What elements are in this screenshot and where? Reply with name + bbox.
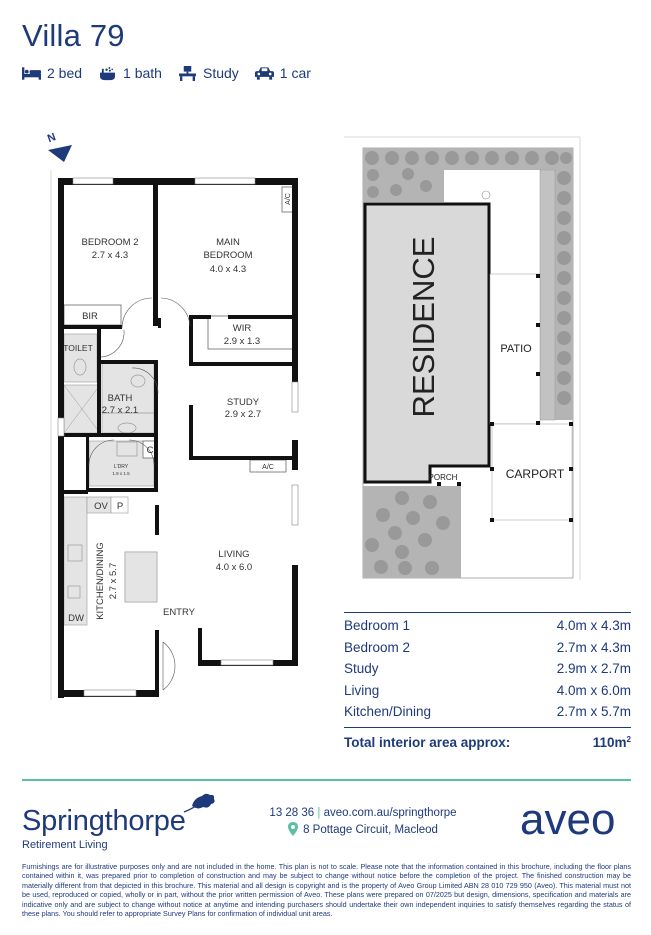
- total-area-value: 110m2: [592, 734, 631, 750]
- svg-text:L'DRY: L'DRY: [114, 464, 129, 470]
- svg-text:4.0 x 4.3: 4.0 x 4.3: [210, 264, 246, 275]
- feature-bed-label: 2 bed: [47, 65, 83, 81]
- phone-number[interactable]: 13 28 36: [269, 807, 315, 819]
- website-link[interactable]: aveo.com.au/springthorpe: [323, 807, 457, 819]
- bath-icon: [100, 66, 116, 80]
- svg-text:2.9 x 2.7: 2.9 x 2.7: [225, 409, 261, 420]
- area-row: Study 2.9m x 2.7m: [344, 658, 631, 680]
- desk-icon: [179, 65, 196, 81]
- area-row: Bedroom 2 2.7m x 4.3m: [344, 637, 631, 659]
- svg-text:CARPORT: CARPORT: [506, 467, 565, 481]
- area-size: 2.9m x 2.7m: [556, 661, 631, 676]
- area-row: Kitchen/Dining 2.7m x 5.7m: [344, 701, 631, 723]
- table-top-rule: [344, 612, 631, 613]
- car-icon: [254, 66, 274, 80]
- location-pin-icon: [288, 822, 299, 836]
- floor-plan: N: [46, 131, 581, 700]
- svg-text:N: N: [46, 131, 58, 145]
- table-bottom-rule: [344, 726, 631, 728]
- area-size: 2.7m x 4.3m: [556, 639, 631, 655]
- area-row: Bedroom 1 4.0m x 4.3m: [344, 615, 631, 637]
- feature-bed: 2 bed: [22, 65, 82, 81]
- contact-info: 13 28 36 | aveo.com.au/springthorpe 8 Po…: [269, 807, 457, 836]
- springthorpe-logo: Springthorpe Retirement Living: [22, 793, 215, 851]
- svg-text:BEDROOM: BEDROOM: [203, 250, 252, 261]
- feature-study-label: Study: [202, 65, 239, 81]
- feature-study: Study: [178, 65, 239, 81]
- svg-text:PATIO: PATIO: [500, 343, 532, 355]
- feature-car-label: 1 car: [279, 65, 311, 81]
- brand-name: Springthorpe: [22, 805, 186, 837]
- svg-text:TOILET: TOILET: [63, 343, 93, 353]
- page-title: Villa 79: [22, 18, 125, 53]
- feature-bath: 1 bath: [98, 65, 162, 81]
- svg-text:A/C: A/C: [285, 193, 292, 205]
- area-room: Bedroom 1: [344, 618, 411, 633]
- feature-car: 1 car: [254, 65, 311, 81]
- svg-text:DW: DW: [68, 613, 84, 624]
- feature-list: 2 bed 1 bath Study 1 car: [22, 65, 327, 81]
- area-room: Kitchen/Dining: [344, 704, 432, 719]
- svg-text:2.7 x 2.1: 2.7 x 2.1: [102, 405, 138, 416]
- svg-text:LIVING: LIVING: [218, 549, 249, 560]
- svg-text:2.9 x 1.3: 2.9 x 1.3: [224, 336, 260, 347]
- svg-text:2.7 x 5.7: 2.7 x 5.7: [108, 563, 119, 599]
- svg-text:MAIN: MAIN: [216, 237, 240, 248]
- svg-text:STUDY: STUDY: [227, 397, 260, 408]
- svg-text:PORCH: PORCH: [429, 473, 458, 482]
- svg-text:2.7 x 4.3: 2.7 x 4.3: [92, 250, 128, 261]
- svg-text:BIR: BIR: [82, 311, 98, 322]
- plans-area: N: [46, 131, 581, 700]
- brand-subtitle: Retirement Living: [22, 839, 108, 851]
- svg-text:P: P: [117, 501, 123, 512]
- area-row: Living 4.0m x 6.0m: [344, 680, 631, 702]
- area-size: 2.7m x 5.7m: [556, 704, 631, 719]
- svg-text:ENTRY: ENTRY: [163, 607, 196, 618]
- svg-text:OV: OV: [94, 501, 108, 512]
- disclaimer: Furnishings are for illustrative purpose…: [22, 862, 631, 919]
- bed-icon: [22, 66, 41, 80]
- address: 8 Pottage Circuit, Macleod: [303, 824, 438, 836]
- svg-text:A/C: A/C: [262, 464, 274, 471]
- total-area-label: Total interior area approx:: [344, 734, 511, 750]
- area-room: Living: [344, 682, 380, 698]
- area-size: 4.0m x 6.0m: [556, 682, 631, 698]
- footer-divider: [22, 779, 631, 781]
- svg-text:C: C: [147, 445, 154, 456]
- svg-text:RESIDENCE: RESIDENCE: [406, 237, 441, 418]
- svg-text:aveo: aveo: [520, 795, 615, 844]
- area-table: Bedroom 1 4.0m x 4.3m Bedroom 2 2.7m x 4.3…: [344, 612, 631, 750]
- total-area: Total interior area approx: 110m2: [344, 735, 631, 750]
- svg-text:4.0 x 6.0: 4.0 x 6.0: [216, 562, 252, 573]
- aveo-logo: aveo: [520, 795, 615, 844]
- svg-text:BATH: BATH: [108, 393, 133, 404]
- svg-text:1.9 x 1.5: 1.9 x 1.5: [112, 471, 130, 476]
- area-room: Study: [344, 661, 379, 676]
- svg-text:WIR: WIR: [233, 323, 252, 334]
- site-plan: RESIDENCE PATIO CARPORT PORCH: [344, 136, 581, 580]
- area-size: 4.0m x 4.3m: [556, 618, 631, 633]
- north-compass-icon: N: [46, 131, 72, 162]
- oak-leaf-icon: [183, 793, 215, 813]
- svg-text:BEDROOM 2: BEDROOM 2: [81, 237, 138, 248]
- area-room: Bedroom 2: [344, 639, 411, 655]
- svg-text:KITCHEN/DINING: KITCHEN/DINING: [95, 542, 106, 620]
- feature-bath-label: 1 bath: [123, 65, 162, 81]
